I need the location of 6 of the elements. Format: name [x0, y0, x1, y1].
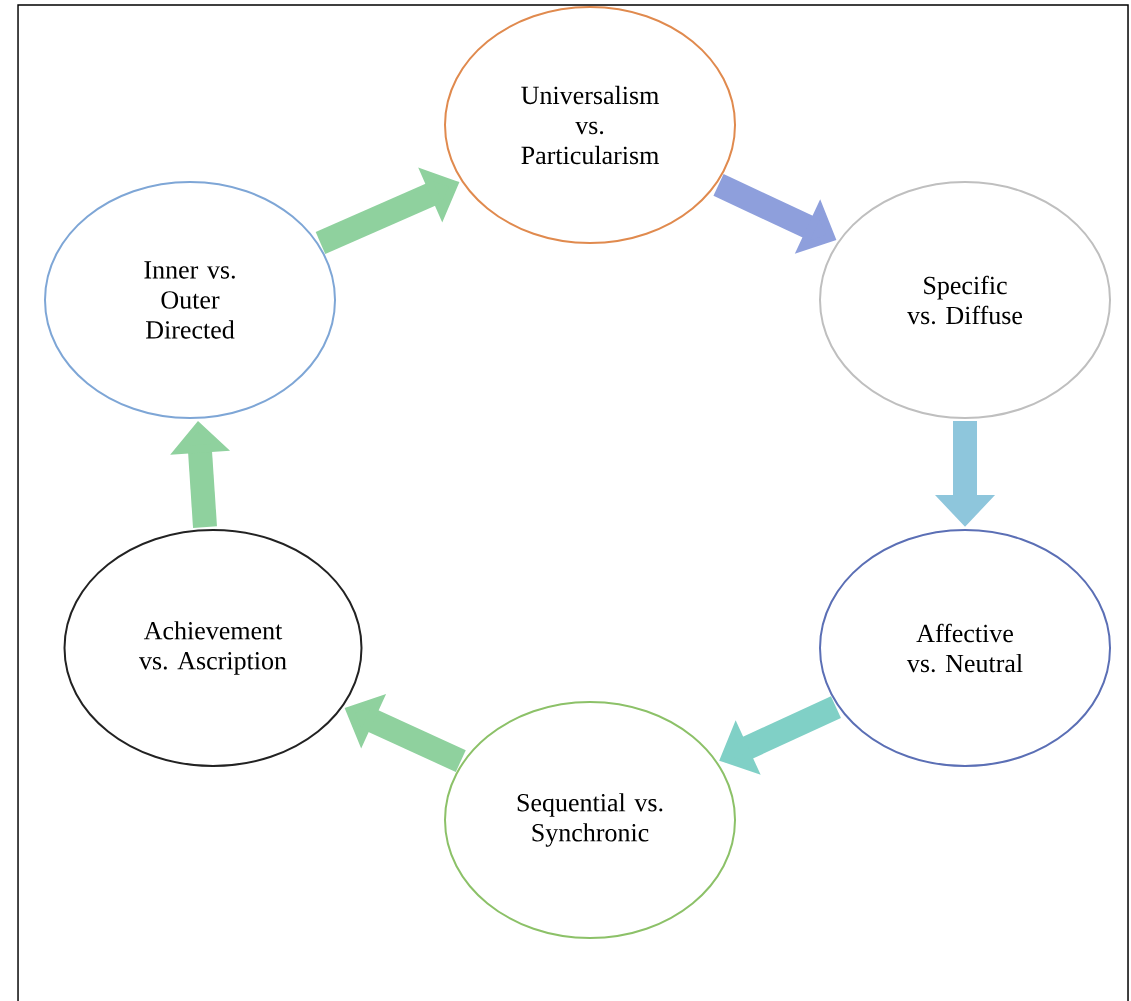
ellipse-node: Universalism vs. Particularism	[444, 6, 736, 244]
ellipse-node: Sequential vs. Synchronic	[444, 701, 736, 939]
ellipse-node: Specific vs. Diffuse	[819, 181, 1111, 419]
ellipse-node: Inner vs. Outer Directed	[44, 181, 336, 419]
ellipse-node: Achievement vs. Ascription	[63, 529, 363, 767]
ellipse-node: Affective vs. Neutral	[819, 529, 1111, 767]
